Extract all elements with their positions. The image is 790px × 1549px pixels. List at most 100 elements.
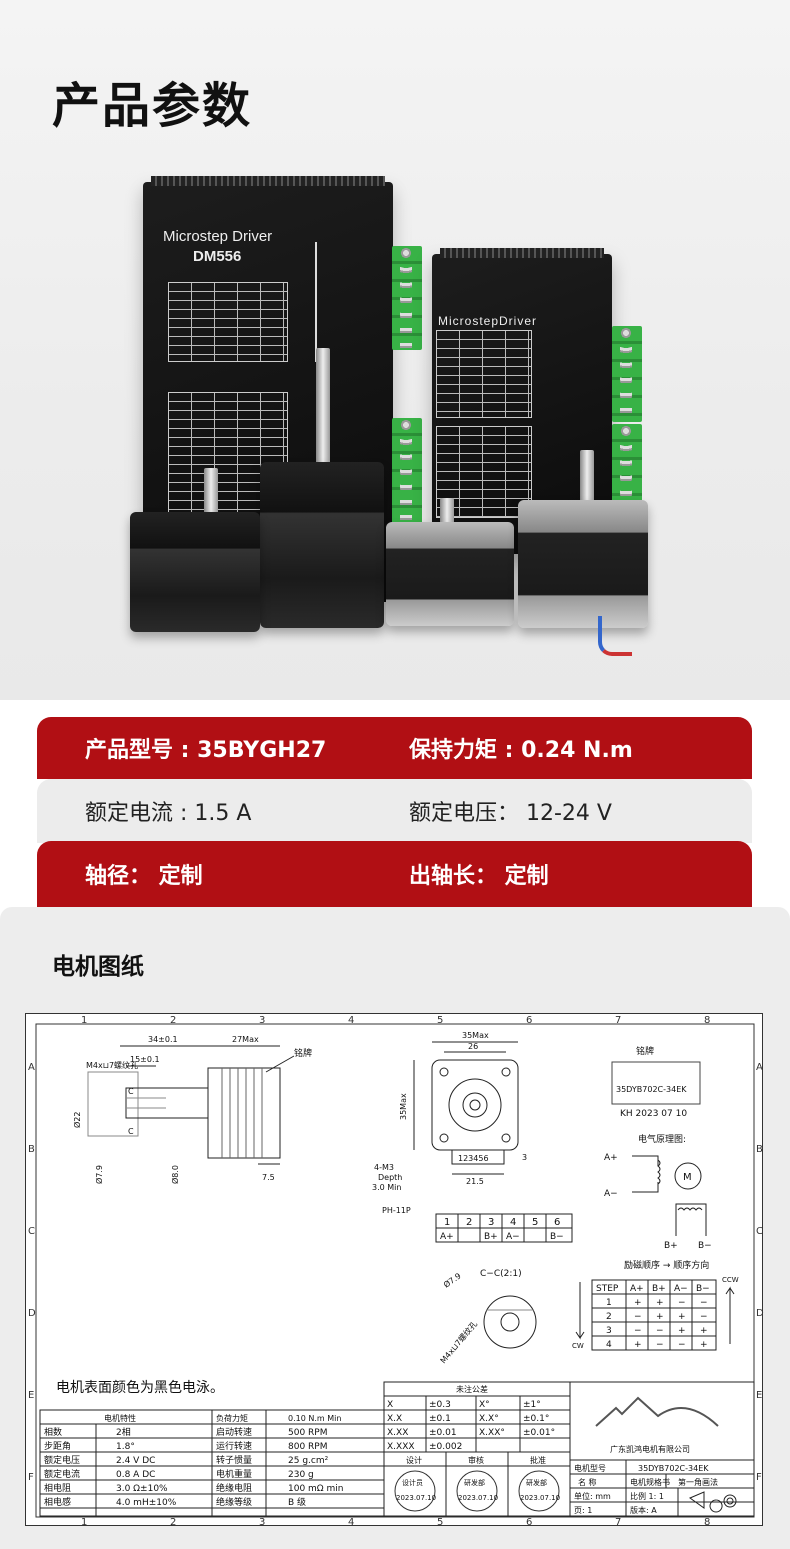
dim-phi8: Ø8.0 — [170, 1165, 180, 1184]
spec-rated-voltage: 额定电压： 12-24 V — [409, 801, 612, 826]
grid-row-letter: B — [28, 1144, 35, 1155]
spec-row: 轴径： 定制 出轴长： 定制 — [37, 841, 752, 907]
terminal-b-plus: B+ — [664, 1241, 678, 1251]
dim-3: 3 — [522, 1153, 527, 1162]
spec-table-header: 负荷力矩 — [216, 1413, 248, 1423]
dim-26: 26 — [468, 1042, 478, 1051]
sequence-cell: − — [656, 1340, 664, 1350]
heatsink-fins — [440, 248, 604, 258]
pin-label: B+ — [484, 1232, 498, 1242]
dim-21-5: 21.5 — [466, 1177, 484, 1186]
projection-method: 第一角画法 — [678, 1477, 718, 1487]
tolerance-cell: X — [387, 1400, 393, 1410]
dim-depth: Depth — [378, 1173, 402, 1182]
sequence-header: A− — [674, 1284, 688, 1294]
grid-col-number: 1 — [81, 1517, 87, 1527]
grid-col-number: 4 — [348, 1015, 354, 1026]
section-cc-thread: M4x⊔7螺纹孔 — [438, 1319, 479, 1365]
tolerance-cell: ±0.01° — [523, 1428, 555, 1438]
tolerance-title: 未注公差 — [456, 1384, 488, 1394]
approval-label: 设计 — [406, 1455, 422, 1465]
driver-large-label: Microstep Driver — [163, 228, 273, 245]
sequence-header: B+ — [652, 1284, 666, 1294]
circuit-title: 电气原理图: — [638, 1133, 686, 1145]
grid-col-number: 4 — [348, 1517, 354, 1527]
signal-panel-graphic — [315, 242, 385, 362]
spec-table-cell: 相数 — [44, 1426, 62, 1438]
terminal-block-green — [392, 246, 422, 350]
spec-table-cell: 230 g — [288, 1470, 314, 1480]
grid-col-number: 3 — [259, 1517, 265, 1527]
connector-type: PH-11P — [382, 1206, 411, 1215]
spec-table-cell: 额定电流 — [44, 1468, 80, 1480]
grid-col-number: 8 — [704, 1517, 710, 1527]
pin-label: A+ — [440, 1232, 454, 1242]
pin-number: 2 — [466, 1217, 472, 1228]
dim-7-5: 7.5 — [262, 1173, 275, 1182]
sequence-cell: + — [700, 1326, 708, 1336]
spec-table-cell: 运行转速 — [216, 1440, 252, 1452]
spec-table-cell: 3.0 Ω±10% — [116, 1484, 168, 1494]
spec-table-cell: 绝缘等级 — [216, 1496, 252, 1508]
approval-stamp-name: 设计员 — [402, 1478, 423, 1487]
current-table-graphic — [168, 282, 288, 362]
motor-silver-large — [518, 500, 648, 628]
grid-col-number: 3 — [259, 1015, 265, 1026]
spec-table-cell: 绝缘电阻 — [216, 1482, 252, 1494]
nameplate-title: 铭牌 — [636, 1045, 654, 1057]
pin-number: 6 — [554, 1217, 560, 1228]
dim-phi79: Ø7.9 — [94, 1165, 104, 1184]
approval-label: 审核 — [468, 1455, 484, 1465]
spec-table-cell: 100 mΩ min — [288, 1484, 344, 1494]
spec-table-cell: 步距角 — [44, 1440, 71, 1452]
sequence-header: A+ — [630, 1284, 644, 1294]
tolerance-cell: X.XX° — [479, 1428, 505, 1438]
motor-symbol: M — [683, 1172, 692, 1183]
sequence-cell: − — [700, 1312, 708, 1322]
grid-row-letter: F — [28, 1472, 34, 1483]
sequence-cell: − — [678, 1340, 686, 1350]
page-title: 产品参数 — [52, 78, 253, 134]
grid-col-number: 2 — [170, 1517, 176, 1527]
grid-row-letter: A — [28, 1062, 35, 1073]
heatsink-fins — [151, 176, 385, 186]
dim-35max: 35Max — [462, 1031, 489, 1040]
tolerance-cell: X.X° — [479, 1414, 499, 1424]
grid-col-number: 8 — [704, 1015, 710, 1026]
spec-row: 产品型号 : 35BYGH27 保持力矩 : 0.24 N.m — [37, 717, 752, 779]
grid-col-number: 5 — [437, 1015, 443, 1026]
approval-stamp — [394, 1470, 436, 1512]
driver-large-model: DM556 — [193, 248, 242, 265]
motor-silver — [386, 522, 514, 626]
approval-stamp — [456, 1470, 498, 1512]
section-mark-c: C — [128, 1127, 134, 1136]
spec-table-cell: 800 RPM — [288, 1442, 328, 1452]
sequence-title: 励磁顺序 → 顺序方向 — [624, 1259, 709, 1271]
sequence-cell: + — [634, 1298, 642, 1308]
sequence-cell: 4 — [606, 1340, 612, 1350]
spec-row: 额定电流 : 1.5 A 额定电压： 12-24 V — [37, 779, 752, 843]
grid-row-letter: A — [756, 1062, 763, 1073]
motor-shaft — [580, 450, 594, 512]
terminal-b-minus: B− — [698, 1241, 712, 1251]
sequence-cell: − — [634, 1326, 642, 1336]
sequence-cell: − — [700, 1298, 708, 1308]
sequence-header: B− — [696, 1284, 710, 1294]
spec-table-cell: 转子惯量 — [216, 1454, 252, 1466]
sequence-cell: + — [700, 1340, 708, 1350]
model-label: 电机型号 — [574, 1463, 606, 1473]
connector-pins: 123456 — [458, 1154, 489, 1163]
approval-stamp — [518, 1470, 560, 1512]
spec-table-cell: 0.8 A DC — [116, 1470, 155, 1480]
grid-row-letter: C — [756, 1226, 763, 1237]
tolerance-cell: X.XXX — [387, 1442, 415, 1452]
side-view: 34±0.1 27Max 15±0.1 M4x⊔7螺纹孔 铭牌 C C Ø22 … — [72, 1035, 312, 1184]
page-label: 页: 1 — [574, 1506, 592, 1515]
spec-table-cell: 25 g.cm² — [288, 1456, 329, 1466]
grid-row-letter: B — [756, 1144, 763, 1155]
